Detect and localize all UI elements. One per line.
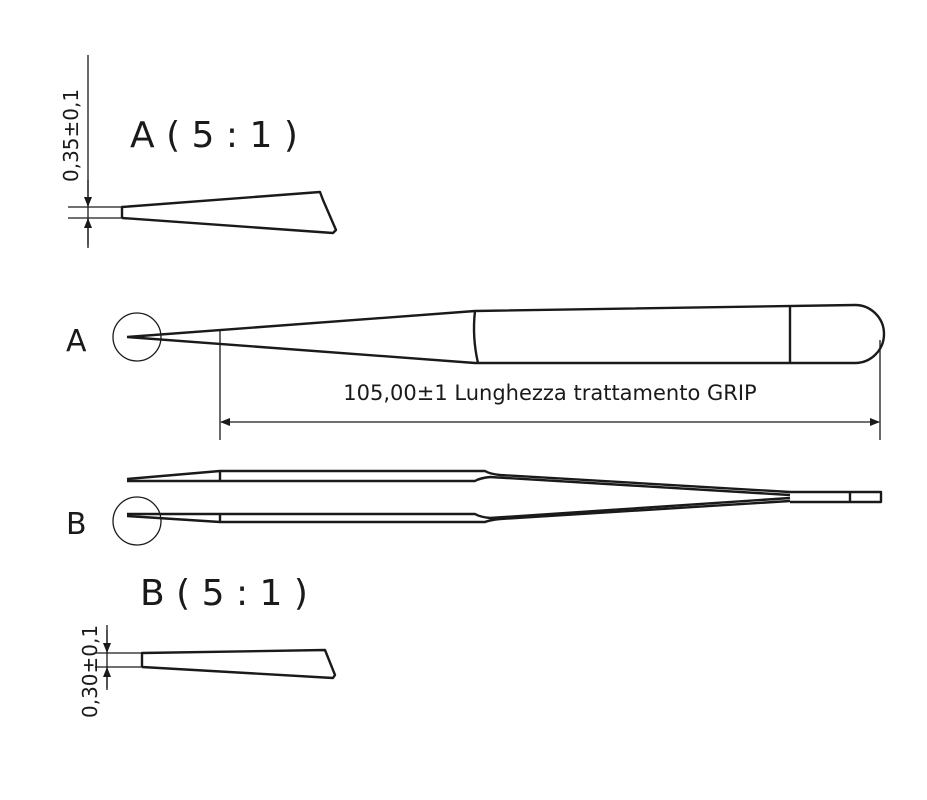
side-view: B <box>66 469 883 546</box>
tip-profile-a <box>120 190 338 235</box>
side-view-label: B <box>66 507 87 542</box>
detail-a-dimension: 0,35±0,1 <box>59 89 83 182</box>
tip-profile-b <box>140 648 337 680</box>
detail-a-title: A ( 5 : 1 ) <box>130 115 298 156</box>
detail-circle-b <box>112 496 162 546</box>
lower-arm-top <box>127 496 791 520</box>
tweezers-tail <box>790 490 883 504</box>
detail-b-title: B ( 5 : 1 ) <box>140 573 308 614</box>
grip-start <box>472 310 480 364</box>
lower-arm-bottom <box>126 499 791 524</box>
upper-arm-top <box>126 469 791 494</box>
detail-b: B ( 5 : 1 ) 0,30±0,1 <box>78 573 337 718</box>
detail-b-dimension: 0,30±0,1 <box>78 625 102 718</box>
top-view: A 105,00±1 Lunghezza trattamento GRIP <box>66 303 886 440</box>
top-view-label: A <box>66 324 87 359</box>
tweezers-outline-top <box>126 303 886 365</box>
detail-a: A ( 5 : 1 ) 0,35±0,1 <box>59 55 338 248</box>
grip-dimension-text: 105,00±1 Lunghezza trattamento GRIP <box>343 381 756 405</box>
upper-arm-bottom <box>127 475 791 497</box>
detail-circle-a <box>112 312 162 362</box>
